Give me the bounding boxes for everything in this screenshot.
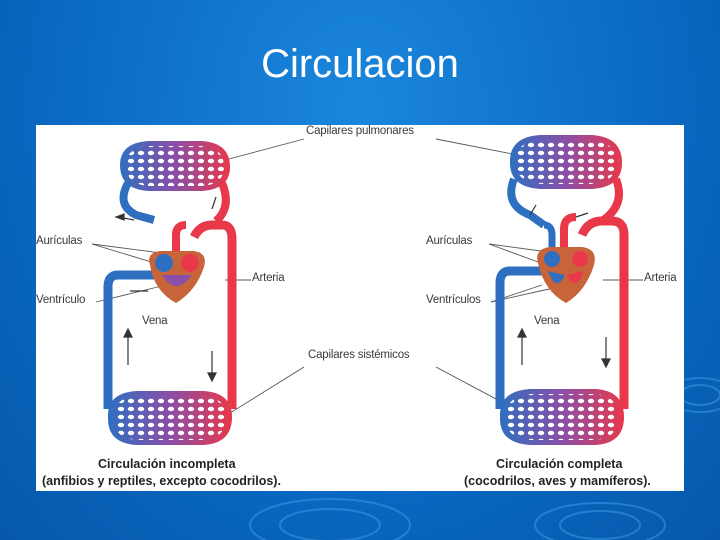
label-right-artery: Arteria: [644, 272, 676, 284]
left-systemic-capillaries: [108, 391, 232, 445]
right-caption-subtitle: (cocodrilos, aves y mamíferos).: [464, 474, 651, 488]
slide-title: Circulacion: [0, 42, 720, 87]
label-systemic-capillaries: Capilares sistémicos: [308, 349, 409, 361]
label-pulmonary-capillaries: Capilares pulmonares: [306, 125, 414, 137]
label-left-artery: Arteria: [252, 272, 284, 284]
label-right-ventricles: Ventrículos: [426, 294, 481, 306]
right-systemic-capillaries: [500, 389, 624, 445]
circulation-diagram: [36, 125, 684, 491]
left-caption-title: Circulación incompleta: [98, 457, 236, 471]
right-pulmonary-capillaries: [510, 135, 622, 189]
left-pulmonary-capillaries: [120, 141, 230, 191]
label-right-atria: Aurículas: [426, 235, 472, 247]
label-left-atria: Aurículas: [36, 235, 82, 247]
label-right-vein: Vena: [534, 315, 559, 327]
label-left-ventricle: Ventrículo: [36, 294, 85, 306]
right-diagram-complete: [500, 135, 624, 445]
left-diagram-incomplete: [108, 141, 232, 445]
left-caption-subtitle: (anfibios y reptiles, excepto cocodrilos…: [42, 474, 281, 488]
circulation-figure: Capilares pulmonares Capilares sistémico…: [36, 125, 684, 491]
left-heart: [149, 251, 205, 303]
label-left-vein: Vena: [142, 315, 167, 327]
right-heart: [537, 247, 595, 303]
right-caption-title: Circulación completa: [496, 457, 622, 471]
